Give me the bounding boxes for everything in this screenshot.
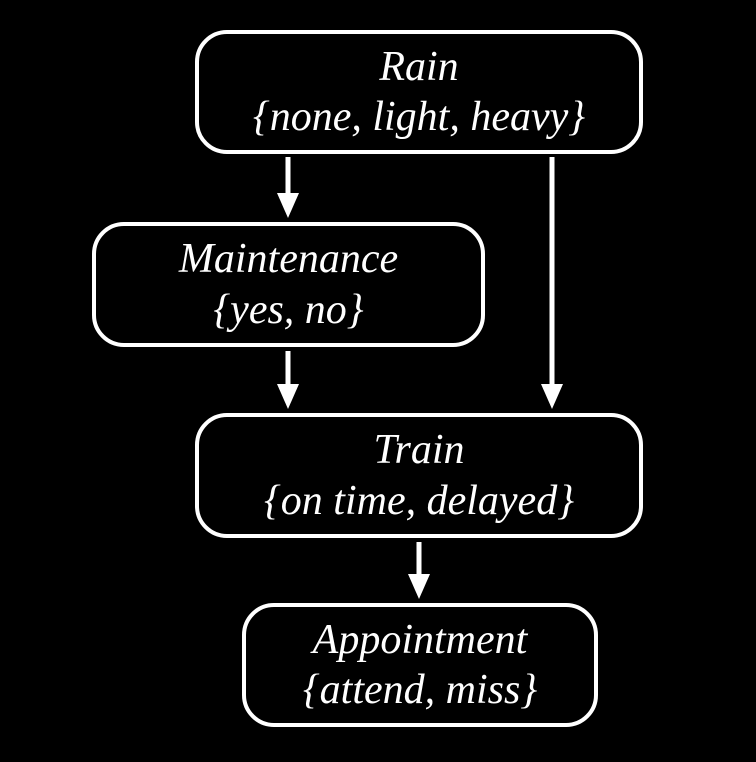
- node-maintenance-label: Maintenance: [178, 236, 399, 283]
- edge-rain-train: [541, 157, 563, 409]
- edge-train-appointment: [408, 542, 430, 599]
- edge-maintenance-train: [277, 351, 299, 409]
- node-rain-domain: {none, light, heavy}: [252, 94, 586, 140]
- node-appointment-label: Appointment: [312, 616, 528, 663]
- arrowhead-rain-maintenance: [277, 193, 299, 218]
- node-maintenance-domain: {yes, no}: [213, 286, 364, 333]
- arrowhead-rain-train: [541, 384, 563, 409]
- arrowhead-train-appointment: [408, 574, 430, 599]
- node-train-domain: {on time, delayed}: [264, 477, 574, 524]
- node-appointment: Appointment {attend, miss}: [242, 603, 598, 727]
- node-train: Train {on time, delayed}: [195, 413, 643, 538]
- edge-rain-maintenance: [277, 157, 299, 218]
- node-rain: Rain {none, light, heavy}: [195, 30, 643, 154]
- arrowhead-maintenance-train: [277, 384, 299, 409]
- node-rain-label: Rain: [379, 43, 459, 90]
- node-appointment-domain: {attend, miss}: [302, 667, 538, 713]
- node-maintenance: Maintenance {yes, no}: [92, 222, 485, 347]
- node-train-label: Train: [373, 427, 465, 474]
